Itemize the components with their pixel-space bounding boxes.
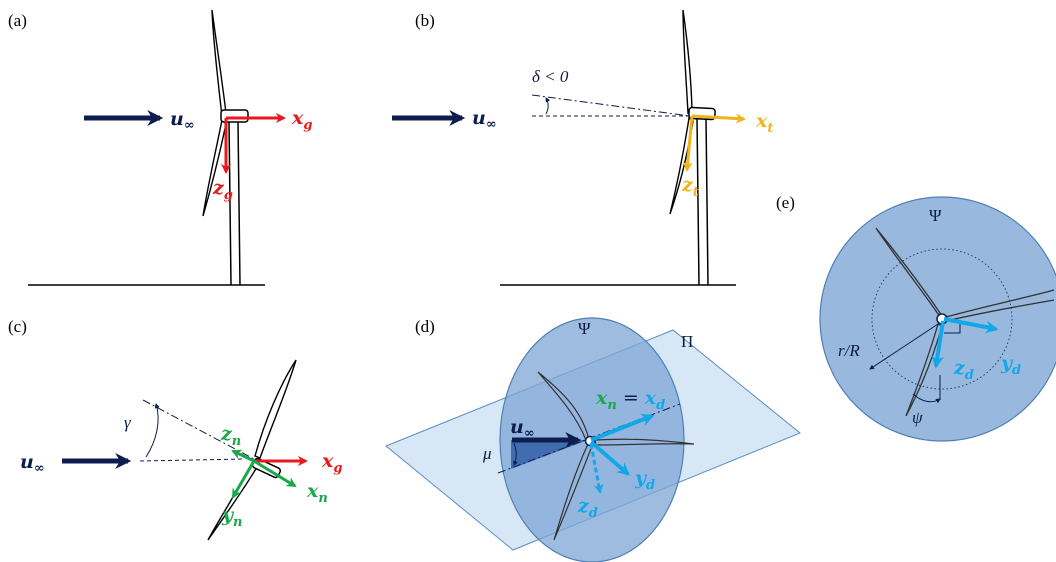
blade-3 [553,443,593,541]
zd-arrow [931,320,945,369]
yn-label: yn [221,504,243,530]
tower [696,117,709,286]
panel-a: (a) u∞ xg zg [8,9,312,286]
psi-angle-arc [912,393,941,404]
yd-label: yd [1000,352,1021,378]
pi-label: Π [681,332,693,351]
yaw-angle-arc [145,403,160,458]
zd-arrow [589,443,604,494]
radius-arrow [869,323,939,370]
zd-label: zd [953,357,974,383]
xg-label: xg [321,450,342,476]
u-inf-label: u∞ [472,107,497,132]
blade-upper [211,9,227,119]
yd-label: yd [634,467,655,493]
panel-d-label: (d) [415,317,435,336]
delta-label: δ < 0 [532,67,569,86]
panel-a-label: (a) [8,11,27,30]
blade-upper [682,9,693,115]
blade-3 [905,323,943,417]
u-inf-label: u∞ [510,416,535,441]
radius-circle [871,248,1013,390]
yd-arrow [943,317,999,334]
tilt-axis-line [531,94,691,117]
zd-label: zd [577,495,598,521]
xn-label: xn [306,480,328,506]
u-inf-label: u∞ [170,108,195,133]
yn-arrow [231,460,256,499]
psi-upper-label: Ψ [578,319,591,338]
psi-upper-label: Ψ [929,206,942,225]
yd-arrow [589,440,630,476]
blade-2 [945,289,1055,322]
blade-1 [875,227,944,318]
xt-arrow [691,113,747,124]
zt-label: zt [681,174,699,200]
blade-1 [537,371,589,442]
blade-upper [254,359,297,459]
panel-c: (c) u∞ γ xg xn yn zn [8,317,342,541]
xt-label: xt [755,110,773,136]
panel-c-label: (c) [8,317,27,336]
psi-lower-label: ψ [912,408,923,427]
blade-2 [594,438,695,446]
zn-arrow [231,449,255,463]
horizontal-reference [139,458,246,462]
xd-arrow [590,413,655,442]
gamma-label: γ [124,413,132,432]
panel-d: (d) Ψ Π μ u∞ xn = xd yd zd [385,317,801,562]
xn-equals-xd-label: xn = xd [595,387,665,413]
panel-b-label: (b) [415,11,435,30]
yaw-axis-line [142,399,257,461]
blade-lower [202,118,227,217]
xn-arrow [253,459,297,488]
mu-angle-arc [513,442,518,466]
zt-arrow [682,115,694,173]
zg-label: zg [212,177,233,203]
panel-e-label: (e) [776,193,795,212]
r-over-R-label: r/R [838,341,860,360]
u-inf-label: u∞ [20,451,45,476]
panel-b: (b) u∞ δ < 0 xt zt [392,9,773,286]
zn-label: zn [220,423,241,449]
panel-e: (e) Ψ r/R yd zd ψ [776,193,1056,442]
right-angle-marker [944,320,961,334]
tower [228,121,241,286]
mu-label: μ [482,444,492,463]
tilt-angle-arc [545,97,551,115]
xg-label: xg [291,107,312,133]
